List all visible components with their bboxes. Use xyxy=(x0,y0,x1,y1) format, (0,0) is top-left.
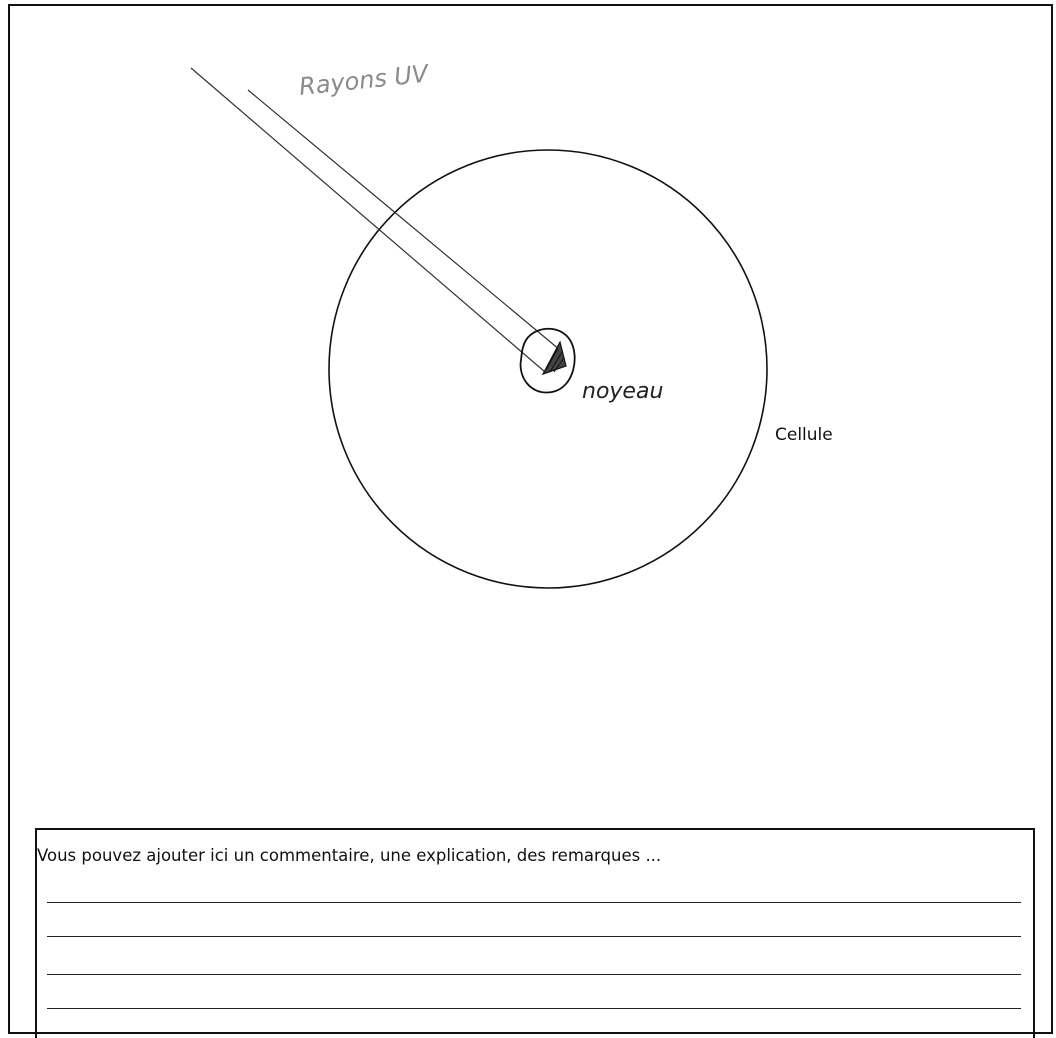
writing-line[interactable] xyxy=(47,1008,1021,1009)
uv-ray-line-upper xyxy=(191,68,545,372)
cell-label: Cellule xyxy=(775,425,833,445)
comment-box[interactable]: Vous pouvez ajouter ici un commentaire, … xyxy=(35,828,1035,1038)
writing-line[interactable] xyxy=(47,936,1021,937)
writing-line[interactable] xyxy=(47,902,1021,903)
nucleus-label: noyeau xyxy=(582,379,663,404)
uv-ray-line-lower xyxy=(248,90,560,350)
rays-label: Rayons UV xyxy=(298,59,431,101)
comment-prompt: Vous pouvez ajouter ici un commentaire, … xyxy=(37,846,661,865)
nucleus-outline xyxy=(521,329,575,393)
writing-line[interactable] xyxy=(47,974,1021,975)
